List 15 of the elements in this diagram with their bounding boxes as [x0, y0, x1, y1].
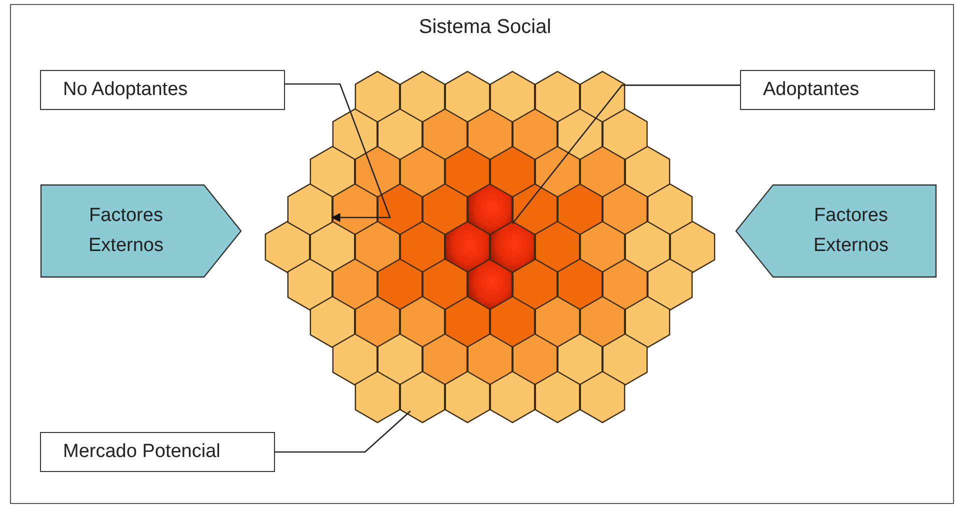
label-text: No Adoptantes — [63, 79, 188, 101]
hexagon-cell — [287, 183, 333, 236]
label-box — [40, 70, 285, 110]
label-box — [40, 432, 275, 472]
label-text: Mercado Potencial — [63, 441, 220, 463]
label-text: Factores Externos — [88, 204, 164, 258]
label-text: Adoptantes — [763, 79, 860, 101]
leader-line — [512, 84, 740, 224]
label-text: Factores Externos — [812, 204, 890, 258]
leader-line — [275, 410, 411, 453]
hexagon-cell — [490, 220, 536, 274]
title: Sistema Social — [418, 16, 552, 39]
arrow — [285, 83, 391, 222]
hexagon-cell — [400, 370, 446, 424]
label-box — [740, 70, 935, 110]
